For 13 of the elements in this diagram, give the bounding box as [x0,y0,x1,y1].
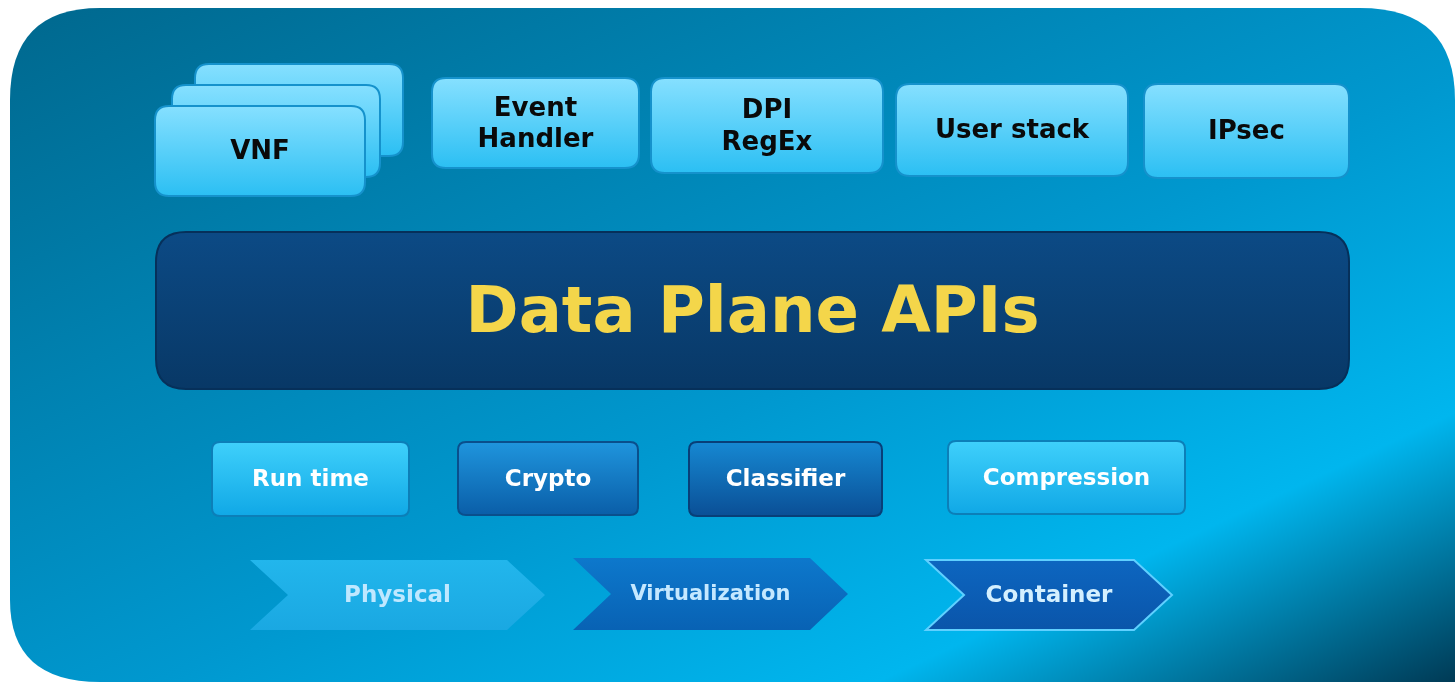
box-label: User stack [934,114,1090,146]
box-label: Crypto [504,464,592,493]
bar-title: Data Plane APIs [465,272,1040,349]
chevron-label: Container [985,581,1113,609]
box-label: Run time [252,465,369,493]
box-label: Event Handler [476,91,595,155]
box-label: IPsec [1208,115,1285,147]
box-label: Compression [982,463,1151,492]
chevron-label: Physical [344,581,451,609]
box-label: VNF [230,135,290,167]
box-label: DPI RegEx [720,94,814,157]
box-label: Classifier [725,465,846,493]
chevron-label: Virtualization [630,581,791,607]
